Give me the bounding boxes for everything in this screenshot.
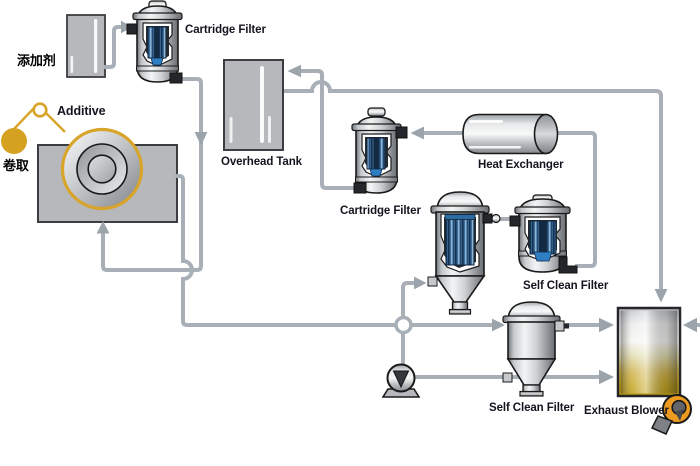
label-additive-spool: Additive [57,104,106,118]
inlet-nozzle [509,215,521,227]
flow-arrow [599,317,614,333]
pipe-overhead-tank-to-exhaust-top [284,80,663,289]
inlet-nozzle [427,276,438,287]
pipe-heat-exchanger-to-self-clean-upper [550,131,597,268]
label-overhead-tank: Overhead Tank [221,156,302,168]
thread-pulley [32,102,48,118]
exhaust-blower-icon [650,394,692,435]
label-cartridge-filter-mid: Cartridge Filter [340,205,421,217]
label-winder: 卷取 [3,158,29,173]
pipe-cartridge-filter-to-winder [101,77,203,272]
additive-spool [1,102,66,154]
heat-exchanger-vessel [462,113,559,155]
flow-arrow [96,221,110,234]
label-cartridge-filter-top: Cartridge Filter [185,24,266,36]
outlet-nozzle [169,72,183,84]
exhaust-tank [616,306,682,398]
flow-arrow [414,276,427,290]
pipe-additive-tank-to-cartridge-filter [104,25,121,69]
label-self-clean-filter-lower: Self Clean Filter [489,402,575,414]
label-self-clean-filter-upper: Self Clean Filter [523,280,609,292]
label-heat-exchanger: Heat Exchanger [478,159,564,171]
inlet-nozzle [126,23,138,35]
pipes [101,25,700,379]
outlet-nozzle [482,213,493,224]
overhead-tank [223,59,284,151]
cartridge-filter-mid-vessel [351,107,408,194]
flow-arrow [410,126,424,140]
pipe-crossing-circle [394,315,413,335]
inlet-nozzle [502,372,513,383]
label-exhaust-blower: Exhaust Blower [584,405,669,417]
pipe-winder-to-main-line [175,174,492,327]
winder-machine [37,127,178,223]
spool-disc [1,128,27,154]
outlet-elbow [558,256,578,274]
self-clean-filter-lower-vessel [502,301,569,397]
outlet-nozzle [353,182,367,194]
flow-arrow [599,369,614,385]
additive-tank [66,14,106,78]
outlet-nozzle [554,320,565,332]
label-additive-tank: 添加剂 [17,53,56,68]
spool-thread [12,106,66,133]
bag-filter-vessel [427,191,501,315]
pipe-riser-to-bag-filter [401,281,414,365]
flow-arrow [287,64,301,78]
cartridge-filter-top-vessel [126,0,183,84]
flow-arrow [683,317,697,333]
self-clean-filter-upper-vessel [509,194,578,274]
pipe-cartridge-filter-mid-to-overhead-tank [301,69,358,190]
flow-arrow [654,289,668,303]
flow-arrow [492,318,505,332]
pump [381,363,421,398]
inlet-nozzle [395,126,408,139]
flow-arrow [194,132,208,146]
